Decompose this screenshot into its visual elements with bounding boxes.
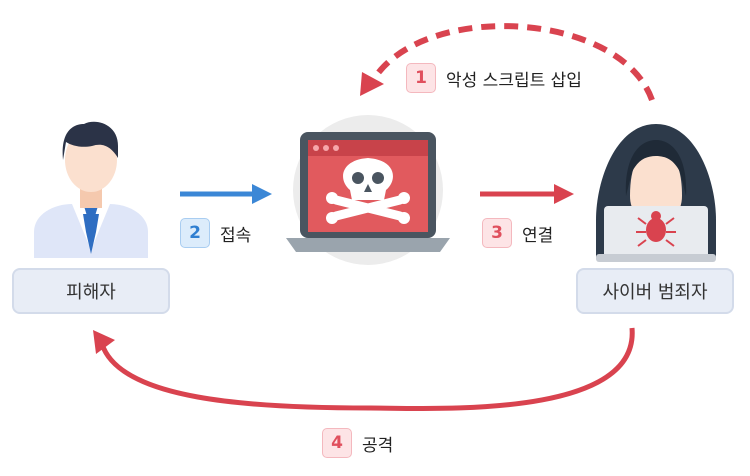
arrow-inject-script — [360, 23, 655, 102]
hooded-hacker-icon — [596, 124, 716, 262]
victim-label: 피해자 — [66, 282, 116, 303]
step-1: 1 악성 스크립트 삽입 — [406, 63, 582, 93]
step-1-badge: 1 — [406, 63, 436, 93]
arrow-link — [480, 184, 574, 204]
step-3: 3 연결 — [482, 218, 553, 248]
arrow-connect — [180, 184, 272, 204]
step-4-text: 공격 — [362, 435, 394, 456]
arrow-attack — [93, 327, 635, 412]
victim-label-box: 피해자 — [12, 268, 170, 314]
step-2-badge: 2 — [180, 218, 210, 248]
step-3-badge: 3 — [482, 218, 512, 248]
criminal-label-box: 사이버 범죄자 — [576, 268, 734, 314]
step-2: 2 접속 — [180, 218, 251, 248]
businessman-icon — [34, 121, 148, 258]
step-2-text: 접속 — [220, 225, 252, 246]
step-3-text: 연결 — [522, 225, 554, 246]
infected-computer-icon — [286, 115, 450, 265]
step-4-badge: 4 — [322, 428, 352, 458]
step-4: 4 공격 — [322, 428, 393, 458]
step-1-text: 악성 스크립트 삽입 — [446, 70, 582, 91]
criminal-label: 사이버 범죄자 — [602, 282, 708, 303]
